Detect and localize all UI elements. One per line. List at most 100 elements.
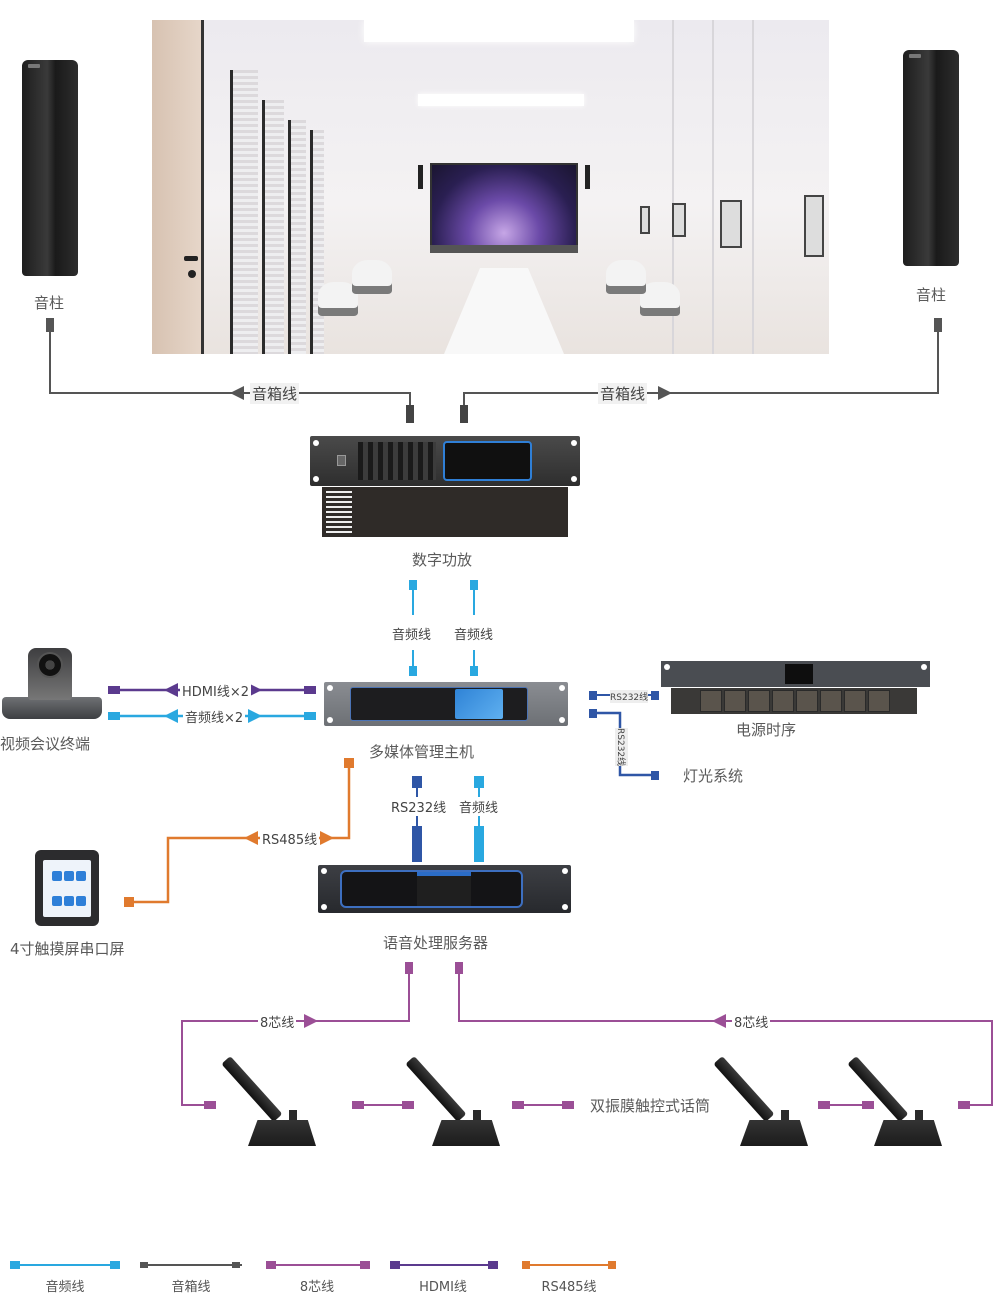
video-conference-terminal-label: 视频会议终端 [0, 735, 91, 753]
rs485-plug [344, 758, 354, 768]
rs232-plug [651, 691, 659, 700]
chair [352, 260, 392, 294]
touch-panel-button [76, 871, 86, 881]
speaker-arrow-right [658, 386, 672, 400]
column-speaker-right [903, 50, 959, 266]
chair [606, 260, 646, 294]
digital-amplifier-rear [322, 487, 568, 537]
multimedia-host-screen [455, 689, 503, 719]
microphone-boom [221, 1056, 283, 1123]
touch-panel-button [52, 871, 62, 881]
audio-plug [108, 712, 120, 720]
camera-base [2, 697, 102, 719]
glass-partition [288, 120, 306, 354]
ceiling-light [418, 94, 584, 106]
microphone-base [874, 1120, 942, 1146]
audio-line-label-1: 音频线 [392, 628, 432, 643]
speaker-line-right-label: 音箱线 [598, 383, 648, 404]
amplifier-rear-vents [326, 491, 352, 533]
audio-plug [474, 826, 484, 862]
touch-panel-screen [43, 860, 91, 917]
wall-speaker [585, 165, 590, 189]
legend-label: HDMI线 [419, 1280, 467, 1295]
core8-mic-plugs [204, 1101, 970, 1109]
audio-plug [474, 776, 484, 788]
microphone-base [740, 1120, 808, 1146]
legend-label: 音频线 [45, 1280, 85, 1295]
rs485-label: RS485线 [260, 829, 320, 848]
conference-room-photo [152, 20, 829, 354]
speaker-plug [46, 318, 54, 332]
audio-x2-label: 音频线×2 [183, 707, 246, 726]
camera-lens [37, 652, 63, 678]
core8-right-label: 8芯线 [732, 1012, 771, 1031]
chair [640, 282, 680, 316]
microphone-boom [405, 1056, 467, 1123]
wall-frame [640, 206, 650, 234]
speaker-plug [406, 405, 414, 423]
rs485-plug [124, 897, 134, 907]
legend-label: 音箱线 [171, 1280, 211, 1295]
display-bar [430, 245, 578, 253]
touch-panel-label: 4寸触摸屏串口屏 [10, 940, 125, 958]
column-speaker-left [22, 60, 78, 276]
touch-panel-button [76, 896, 86, 906]
rs485-arrow-left [244, 831, 258, 845]
amplifier-vents [358, 442, 436, 480]
touch-panel-button [64, 871, 74, 881]
rs232-plug [412, 776, 422, 788]
touch-panel-button [52, 896, 62, 906]
audio-arrow-left [164, 709, 178, 723]
glass-partition [230, 70, 258, 354]
rs232-plug [589, 709, 597, 718]
microphone-base [248, 1120, 316, 1146]
legend-label: RS485线 [541, 1280, 597, 1295]
core8-arrow-right [712, 1014, 726, 1028]
core8-wire-right [458, 968, 993, 1106]
digital-amplifier-label: 数字功放 [412, 551, 473, 569]
wall-stripe [672, 20, 674, 354]
power-socket [844, 690, 866, 712]
rs232-plug [589, 691, 597, 700]
conference-table [444, 268, 564, 354]
audio-line-label-2: 音频线 [454, 628, 494, 643]
audio-plug [304, 712, 316, 720]
door [152, 20, 204, 354]
glass-partition [262, 100, 284, 354]
hdmi-arrow-left [164, 683, 178, 697]
voice-processing-server-label: 语音处理服务器 [383, 934, 489, 952]
microphones-label: 双振膜触控式话筒 [590, 1097, 711, 1115]
speaker-plug [460, 405, 468, 423]
power-switch [337, 455, 346, 466]
core8-plug [455, 962, 463, 974]
rs232-power-label: RS232线 [610, 690, 649, 703]
rs485-arrow-right [320, 831, 334, 845]
power-socket [700, 690, 722, 712]
wall-speaker [418, 165, 423, 189]
legend-hdmi: HDMI线 [388, 1260, 508, 1300]
power-socket [772, 690, 794, 712]
microphone-boom [847, 1056, 909, 1123]
power-socket [724, 690, 746, 712]
rs232-plug [412, 826, 422, 862]
speaker-plug [934, 318, 942, 332]
power-socket [748, 690, 770, 712]
rs232-light-label: RS232线 [615, 728, 628, 767]
hdmi-plug [108, 686, 120, 694]
touch-panel-button [64, 896, 74, 906]
wall-stripe [752, 20, 754, 354]
power-sequencer-display [785, 664, 813, 684]
legend-rs485: RS485线 [514, 1260, 634, 1300]
ceiling-light [364, 20, 634, 42]
core8-arrow-left [304, 1014, 318, 1028]
display-screen [430, 163, 578, 247]
hdmi-plug [304, 686, 316, 694]
voice-processing-server-display [417, 872, 471, 906]
speaker-line-left-label: 音箱线 [250, 383, 300, 404]
hdmi-x2-label: HDMI线×2 [180, 681, 251, 700]
audio-arrow-right [248, 709, 262, 723]
wall-stripe [712, 20, 714, 354]
rs232-plug [651, 771, 659, 780]
legend-audio: 音频线 [10, 1260, 130, 1300]
power-socket [796, 690, 818, 712]
